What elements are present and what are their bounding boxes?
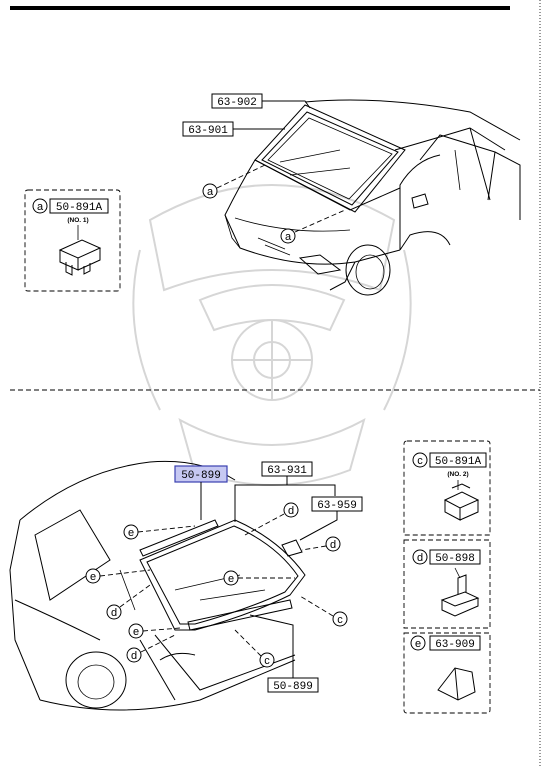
callout-d-4[interactable]: d: [131, 650, 137, 662]
callout-e-1[interactable]: e: [128, 527, 134, 539]
callout-c-1[interactable]: c: [337, 614, 343, 626]
callout-d-circle-3: [106, 604, 122, 620]
callout-d-circle-2: [325, 536, 341, 552]
detail-panel-c: c 50-891A (NO. 2): [403, 440, 491, 536]
part-number-63-902[interactable]: 63-902: [217, 97, 257, 109]
rear-car-illustration: [9, 460, 296, 711]
detail-a-letter: a: [37, 201, 44, 213]
part-number-63-931[interactable]: 63-931: [267, 465, 307, 477]
part-number-63-959[interactable]: 63-959: [317, 500, 357, 512]
spacer-drawing: [437, 667, 476, 701]
part-number-50-899-highlighted[interactable]: 50-899: [181, 470, 221, 482]
callout-d-1[interactable]: d: [288, 505, 294, 517]
watermark-logo: [132, 184, 412, 486]
callout-d-circle-1: [283, 502, 299, 518]
detail-a-label-box: [49, 198, 109, 214]
leader-e-1: [137, 525, 196, 533]
detail-d-label-box: [429, 549, 481, 565]
detail-d-letter-circle: [412, 549, 428, 565]
rear-window-glass: [139, 519, 306, 631]
leader-d-2: [301, 545, 327, 551]
callout-c-circle-1: [332, 611, 348, 627]
leader-e-4: [142, 627, 181, 632]
stopper-piece: [281, 539, 303, 557]
part-number-63-901[interactable]: 63-901: [188, 125, 228, 137]
leader-50-899-lower: [249, 614, 294, 678]
detail-c-letter: c: [417, 455, 423, 467]
detail-d-letter: d: [417, 552, 423, 564]
leader-a-2: [294, 209, 346, 233]
clip-no1-drawing: [58, 239, 102, 276]
detail-c-note: (NO. 2): [447, 471, 468, 478]
callout-a-1[interactable]: a: [207, 186, 214, 198]
detail-panel-d: d 50-898: [403, 539, 491, 629]
leader-63-931: [234, 476, 336, 522]
detail-a-note: (NO. 1): [67, 217, 88, 224]
detail-panel-e: e 63-909: [403, 632, 491, 714]
detail-a-part-number[interactable]: 50-891A: [56, 202, 103, 214]
detail-e-letter-circle: [410, 635, 426, 651]
header-bar: [10, 6, 510, 10]
detail-a-letter-circle: [32, 198, 48, 214]
leader-d-3: [119, 584, 151, 608]
leader-c-1: [299, 595, 334, 617]
callout-d-circle-4: [126, 647, 142, 663]
callout-a-2[interactable]: a: [285, 231, 292, 243]
upper-molding-strip: [139, 519, 219, 557]
callout-c-circle-2: [259, 652, 275, 668]
callout-d-3[interactable]: d: [111, 607, 117, 619]
leader-c-2: [234, 629, 262, 657]
clip-no2-drawing: [443, 480, 480, 521]
leader-d-4: [140, 634, 176, 653]
leader-d-1: [244, 513, 285, 536]
detail-c-letter-circle: [412, 452, 428, 468]
detail-c-part-number[interactable]: 50-891A: [435, 456, 482, 468]
stopper-drawing: [440, 567, 480, 617]
front-windshield: [254, 104, 406, 213]
callout-e-4[interactable]: e: [133, 626, 139, 638]
leader-a-1: [216, 164, 266, 189]
callout-a-circle-1: [202, 183, 218, 199]
part-number-50-899-lower[interactable]: 50-899: [273, 681, 313, 693]
leader-63-902: [262, 100, 311, 109]
callout-c-2[interactable]: c: [264, 655, 270, 667]
detail-e-part-number[interactable]: 63-909: [435, 639, 475, 651]
leader-e-2: [99, 569, 151, 577]
callout-e-2[interactable]: e: [90, 571, 96, 583]
detail-d-part-number[interactable]: 50-898: [435, 553, 475, 565]
callout-a-circle-2: [280, 228, 296, 244]
detail-c-label-box: [429, 452, 487, 468]
callout-e-3[interactable]: e: [228, 573, 234, 585]
leader-63-959: [299, 511, 338, 541]
callout-d-2[interactable]: d: [330, 539, 336, 551]
detail-panel-a: a 50-891A (NO. 1): [24, 189, 121, 292]
detail-e-letter: e: [415, 638, 421, 650]
lower-molding-strip: [187, 599, 293, 631]
detail-e-label-box: [429, 635, 481, 651]
